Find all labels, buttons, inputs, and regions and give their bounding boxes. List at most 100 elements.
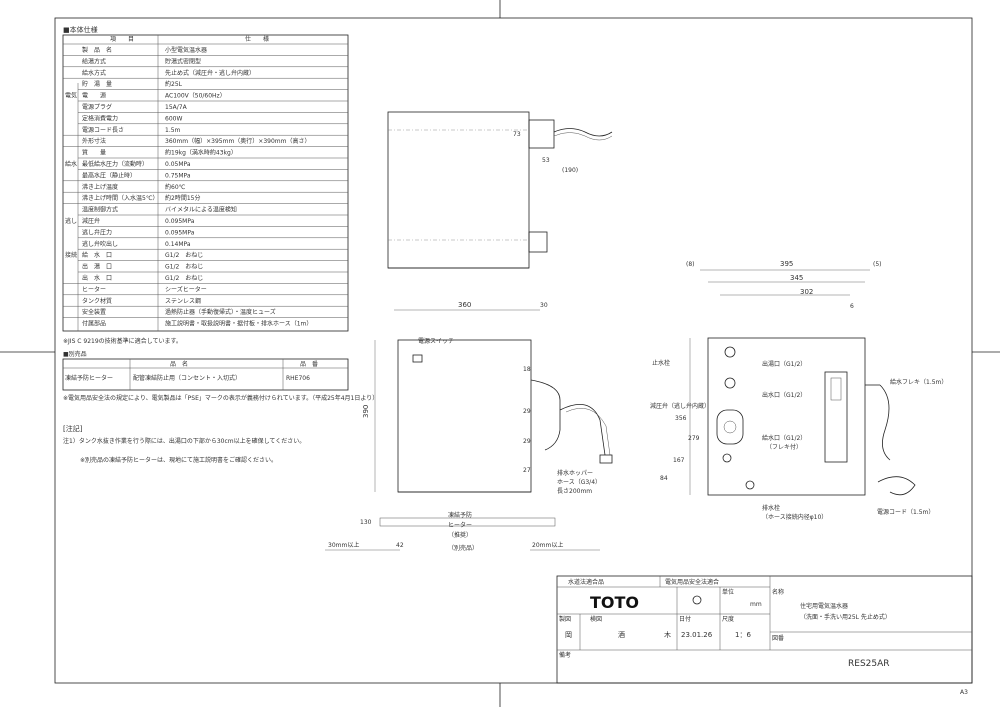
spec-row-value: 360mm（幅）×395mm（奥行）×390mm（高さ） <box>165 137 310 145</box>
product-name-2: （洗面・手洗い用25L 先止め式） <box>800 613 891 621</box>
spec-row-category: 電気 <box>65 92 77 100</box>
spec-row-item: 逃し弁吹出し <box>82 240 118 248</box>
note-line-1: 注1）タンク水抜き作業を行う際には、出湯口の下部から30cm以上を確保してくださ… <box>63 437 305 445</box>
dim-8: (8) <box>686 261 695 268</box>
relief-valve <box>716 409 744 445</box>
spec-row-category: 逃し <box>65 217 77 225</box>
front-pipe <box>530 379 561 451</box>
spec-row-value: 約19kg（満水時約43kg） <box>165 149 237 157</box>
dim-30: 30 <box>540 302 548 309</box>
spec-row-item: 逃し弁圧力 <box>82 228 112 236</box>
spec-row-value: 0.095MPa <box>165 218 195 225</box>
spec-row-item: 最低給水圧力（流動時） <box>82 160 148 168</box>
power-switch-label: 電源スイッチ <box>418 337 454 345</box>
dim-front-height: 390 <box>362 405 370 418</box>
spec-row-value: 小型電気温水器 <box>165 46 207 54</box>
dim-29b: 29 <box>523 438 531 445</box>
std-electric: 電気用品安全法適合 <box>665 578 719 586</box>
drawn-by: 岡 <box>565 631 572 639</box>
spec-row-value: バイメタルによる温度検知 <box>165 206 237 214</box>
dim-130: 130 <box>360 519 372 526</box>
dim-356: 356 <box>675 415 687 422</box>
spec-jis-note: ※JIS C 9219の技術基準に適合しています。 <box>63 337 182 345</box>
hot-outlet-label: 出湯口（G1/2） <box>762 360 806 368</box>
hot-outlet-port <box>724 346 736 358</box>
dim-279: 279 <box>688 435 700 442</box>
mounting-bracket <box>824 371 848 463</box>
dim-29a: 29 <box>523 408 531 415</box>
water-outlet-port <box>724 377 736 389</box>
drain-hose-length: 長さ200mm <box>557 488 592 495</box>
spec-row-item: 温度制御方式 <box>82 206 118 214</box>
dim-front-width: 360 <box>458 301 471 309</box>
unit-label: 単位 <box>722 588 734 596</box>
spec-row-value: 1.5m <box>165 127 181 134</box>
spec-row-item: 電 源 <box>82 92 106 100</box>
options-row-model: RHE706 <box>286 375 310 382</box>
dim-18: 18 <box>523 366 531 373</box>
spec-header-item: 項 目 <box>110 36 134 43</box>
pse-warning: ※電気用品安全法の規定により、電気製品は「PSE」マークの表示が義務付けられてい… <box>63 394 378 402</box>
dim-167: 167 <box>673 457 685 464</box>
spec-row-item: 電源コード長さ <box>82 126 124 134</box>
checked-label: 検図 <box>590 615 602 623</box>
spec-row-item: 出 湯 口 <box>82 263 112 271</box>
spec-row-item: 製 品 名 <box>82 46 112 54</box>
dim-42: 42 <box>396 542 404 549</box>
front-view: 360 30 電源スイッチ 390 18 29 29 27 排水ホッパー ホース… <box>325 301 613 552</box>
spec-row-value: 0.095MPa <box>165 229 195 236</box>
dim-6: 6 <box>850 303 854 310</box>
paper-size: A3 <box>960 689 968 696</box>
spec-row-item: 貯 湯 量 <box>82 80 112 88</box>
spec-row-item: 質 量 <box>82 149 106 157</box>
date-value: 23.01.26 <box>681 631 713 639</box>
drain-plug <box>745 480 755 490</box>
stop-label: 止水栓 <box>652 359 670 367</box>
product-name-1: 住宅用電気温水器 <box>800 602 848 610</box>
spec-row-item: 定格消費電力 <box>82 114 118 122</box>
spec-row-value: 過熱防止器（手動復帰式）・温度ヒューズ <box>165 308 276 316</box>
spec-row-item: 最高水圧（静止時） <box>82 171 136 179</box>
spec-row-item: 減圧弁 <box>82 217 100 225</box>
spec-row-value: 0.05MPa <box>165 161 191 168</box>
drain-hose-label: 排水ホッパー <box>557 469 593 477</box>
spec-row-value: 先止め式（減圧弁・逃し弁内蔵） <box>165 69 255 77</box>
separate-label: （別売品） <box>448 544 478 552</box>
spec-row-value: 15A/7A <box>165 104 188 111</box>
dim-73: 73 <box>513 131 521 138</box>
power-cord <box>877 476 916 496</box>
fig-label: 図番 <box>772 635 784 642</box>
spec-header-value: 仕 様 <box>245 35 269 43</box>
spec-row-item: 電源プラグ <box>82 103 112 111</box>
spec-table: ■本体仕様 項 目 仕 様 製 品 名小型電気温水器給湯方式貯湯式密閉型給水方式… <box>62 25 349 345</box>
dim-53: 53 <box>542 157 550 164</box>
spec-row-value: 0.75MPa <box>165 172 191 179</box>
clearance-30: 30mm以上 <box>328 541 359 549</box>
inlet-port <box>722 453 732 463</box>
notes-heading: [注記] <box>63 424 83 433</box>
spec-row-value: G1/2 おねじ <box>165 275 203 282</box>
dim-5: (5) <box>873 261 882 268</box>
inlet-label: 給水口（G1/2） <box>762 434 806 442</box>
spec-row-category: 給水 <box>65 160 77 168</box>
water-outlet-label: 出水口（G1/2） <box>762 391 806 399</box>
drain-plug-sub: （ホース接続内径φ10） <box>762 513 827 521</box>
dim-27: 27 <box>523 467 531 474</box>
spec-row-item: 安全装置 <box>82 308 106 316</box>
dim-190: (190) <box>562 167 578 174</box>
spec-row-item: 給湯方式 <box>82 57 106 65</box>
title-block: 水道法適合品 電気用品安全法適合 TOTO 単位 mm 名称 住宅用電気温水器 … <box>556 575 973 696</box>
options-row-desc: 配管凍結防止用（コンセント・入切式） <box>133 374 241 382</box>
top-view: 73 53 (190) <box>387 111 613 269</box>
trap-label: 凍結予防 <box>448 511 472 519</box>
spec-row-value: 施工説明書・取扱説明書・据付板・排水ホース（1m） <box>165 320 312 328</box>
unit-value: mm <box>750 601 762 608</box>
remark-label: 備考 <box>559 651 571 659</box>
spec-row-value: 0.14MPa <box>165 241 191 248</box>
water-hose-label: 給水フレキ（1.5m） <box>890 378 947 386</box>
spec-row-item: タンク材質 <box>82 297 112 305</box>
spec-row-item: 外形寸法 <box>82 137 106 145</box>
scale-value: 1：6 <box>735 631 751 639</box>
dim-side-345: 345 <box>790 274 803 282</box>
